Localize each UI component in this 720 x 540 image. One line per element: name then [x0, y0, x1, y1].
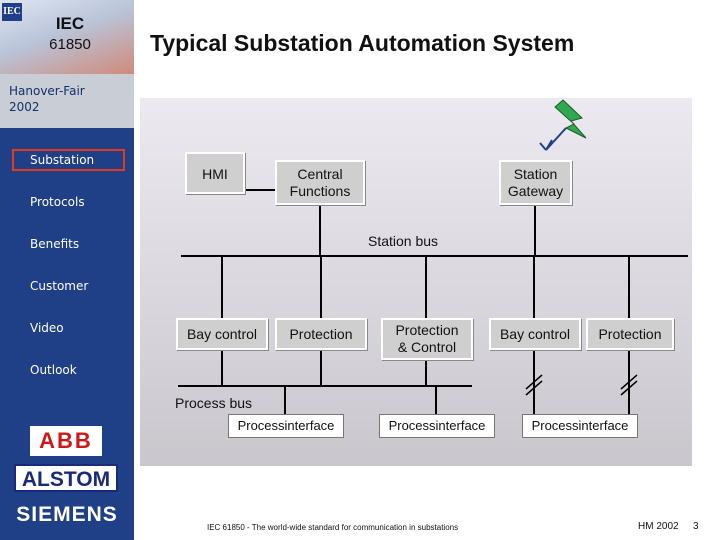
station-bus-label: Station bus — [368, 233, 439, 249]
protection-1-label: Protection — [289, 325, 353, 342]
process-interface-3: Processinterface — [522, 414, 638, 438]
wiring-break-mark — [620, 374, 638, 390]
iec-logo-area: IEC IEC 61850 — [0, 0, 134, 74]
hmi-box: HMI — [185, 152, 245, 194]
process-interface-2: Processinterface — [379, 414, 495, 438]
process-interface-1: Processinterface — [228, 414, 344, 438]
central-functions-label-line2: Functions — [289, 182, 351, 199]
wiring-break-mark — [620, 380, 638, 396]
bay-control-1-box: Bay control — [176, 318, 268, 350]
page-title: Typical Substation Automation System — [150, 30, 575, 56]
central-functions-label-line1: Central — [297, 165, 343, 182]
station-gateway-box: Station Gateway — [499, 160, 572, 205]
bay-control-2-box: Bay control — [489, 318, 581, 350]
nav-item-outlook[interactable]: Outlook — [30, 363, 77, 377]
alstom-logo: ALSTOM — [14, 464, 118, 492]
hmi-label: HMI — [202, 166, 228, 182]
bay-control-1-label: Bay control — [186, 325, 258, 342]
protection-control-box: Protection & Control — [381, 318, 473, 360]
event-label: Hanover-Fair 2002 — [0, 74, 134, 128]
siemens-logo: SIEMENS — [16, 503, 118, 526]
bay-control-2-label: Bay control — [499, 325, 571, 342]
station-gateway-label-line2: Gateway — [507, 182, 564, 199]
nav-item-customer[interactable]: Customer — [30, 279, 89, 293]
wiring-break-mark — [525, 374, 543, 390]
event-year: 2002 — [9, 100, 40, 114]
station-gateway-label-line1: Station — [513, 165, 558, 182]
wiring-break-mark — [525, 380, 543, 396]
process-bus-label: Process bus — [175, 395, 253, 411]
sidebar: IEC IEC 61850 Hanover-Fair 2002 Substati… — [0, 0, 134, 540]
footer-text: IEC 61850 - The world-wide standard for … — [207, 523, 459, 532]
lightning-icon — [539, 99, 587, 151]
abb-logo: ABB — [30, 426, 102, 456]
nav-item-substation[interactable]: Substation — [12, 149, 125, 171]
iec-mini-logo: IEC — [2, 3, 22, 21]
central-functions-box: Central Functions — [275, 160, 365, 205]
nav-item-video[interactable]: Video — [30, 321, 64, 335]
protection-2-label: Protection — [598, 326, 662, 342]
page-number: 3 — [693, 521, 699, 532]
logo-standard-number: 61850 — [49, 36, 91, 53]
protection-1-box: Protection — [275, 318, 367, 350]
nav-item-benefits[interactable]: Benefits — [30, 237, 80, 251]
protection-control-label-line1: Protection — [395, 322, 459, 338]
logo-iec-text: IEC — [55, 14, 85, 33]
protection-2-box: Protection — [586, 318, 674, 350]
footer-reference: HM 2002 — [638, 521, 679, 532]
protection-control-label-line2: & Control — [397, 339, 457, 355]
nav-item-label: Substation — [30, 153, 95, 167]
event-name: Hanover-Fair — [9, 84, 85, 98]
nav-item-protocols[interactable]: Protocols — [30, 195, 85, 209]
